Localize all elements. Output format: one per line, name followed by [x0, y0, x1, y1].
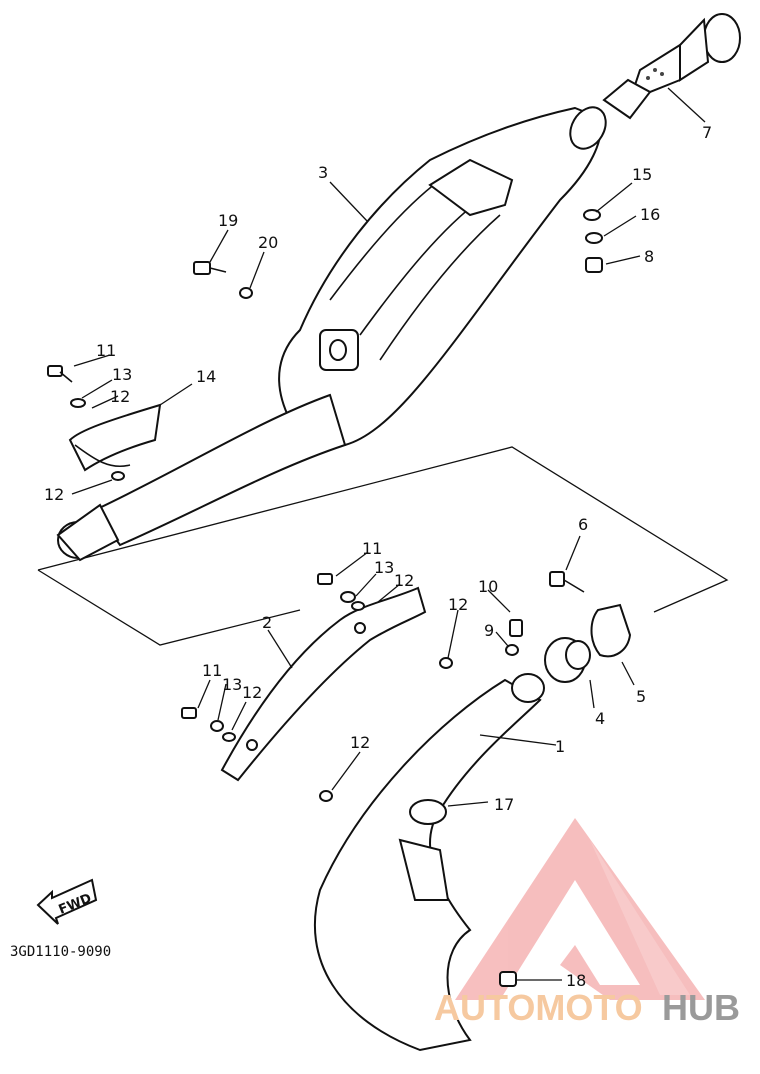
- callout-12-f: 12: [350, 733, 370, 752]
- assembly-frame-left: [37, 569, 301, 646]
- nut-18: [499, 971, 517, 987]
- washer-15: [583, 209, 601, 221]
- leader-lines: [71, 87, 706, 981]
- watermark-automoto: AUTOMOTO: [434, 987, 643, 1028]
- callout-16: 16: [640, 205, 660, 224]
- callout-8: 8: [644, 247, 654, 266]
- callout-10: 10: [478, 577, 498, 596]
- exhaust-pipe: [313, 673, 545, 1052]
- bolt-10: [509, 619, 523, 637]
- callout-13-a: 13: [112, 365, 132, 384]
- muffler-front-pipe: [56, 393, 347, 562]
- assembly-frame-top: [37, 446, 729, 613]
- callout-12-e: 12: [242, 683, 262, 702]
- callout-13-c: 13: [222, 675, 242, 694]
- muffler: [278, 106, 607, 447]
- callout-2: 2: [262, 613, 272, 632]
- exhaust-gasket: [409, 799, 447, 825]
- callout-11-b: 11: [362, 539, 382, 558]
- bolt-11-c: [181, 707, 197, 719]
- callout-13-b: 13: [374, 558, 394, 577]
- callout-1: 1: [555, 737, 565, 756]
- callout-12-b: 12: [44, 485, 64, 504]
- washer-9: [505, 644, 519, 656]
- exhaust-clamp: [590, 603, 632, 658]
- callout-12-d: 12: [448, 595, 468, 614]
- callout-3: 3: [318, 163, 328, 182]
- callout-9: 9: [484, 621, 494, 640]
- watermark-text: AUTOMOTO HUB: [434, 987, 740, 1028]
- bolt-11-b: [317, 573, 333, 585]
- watermark-hub: HUB: [662, 987, 740, 1028]
- callout-6: 6: [578, 515, 588, 534]
- bolt-11-a: [47, 365, 63, 377]
- callout-12-c: 12: [394, 571, 414, 590]
- tail-pipe: [602, 13, 741, 120]
- washer-20: [239, 287, 253, 299]
- callout-20: 20: [258, 233, 278, 252]
- callout-14: 14: [196, 367, 216, 386]
- callout-7: 7: [702, 123, 712, 142]
- nut-8: [585, 257, 603, 273]
- callout-18: 18: [566, 971, 586, 990]
- callout-12-a: 12: [110, 387, 130, 406]
- callouts: 1 2 3 4 5 6 7 8 9 10 11 11 11 12 12 12 1…: [44, 123, 712, 990]
- callout-19: 19: [218, 211, 238, 230]
- callout-4: 4: [595, 709, 605, 728]
- callout-15: 15: [632, 165, 652, 184]
- bolt-6: [549, 571, 565, 587]
- bolt-19: [193, 261, 211, 275]
- callout-5: 5: [636, 687, 646, 706]
- callout-17: 17: [494, 795, 514, 814]
- drawing-code: 3GD1110-9090: [10, 944, 111, 960]
- fasteners: [47, 209, 603, 987]
- callout-11-c: 11: [202, 661, 222, 680]
- forward-direction-arrow: FWD: [36, 878, 98, 925]
- heat-shield-bracket: [68, 403, 162, 472]
- callout-11-a: 11: [96, 341, 116, 360]
- washer-16: [585, 232, 603, 244]
- gasket-ring: [544, 637, 591, 683]
- watermark-logo: [455, 818, 705, 1000]
